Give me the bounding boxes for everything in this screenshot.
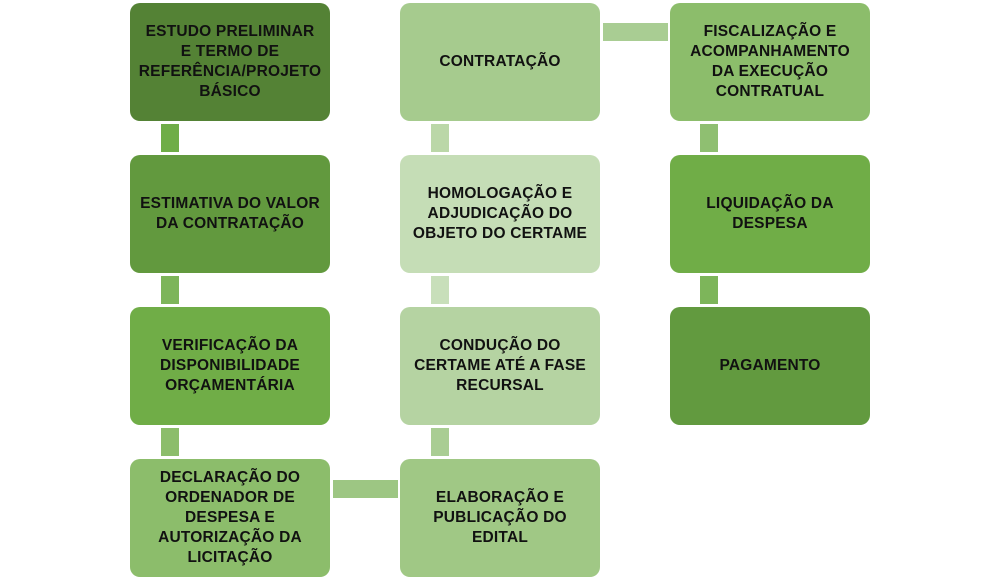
connector-6-7	[431, 276, 449, 304]
step-7-label: HOMOLOGAÇÃO E ADJUDICAÇÃO DO OBJETO DO C…	[412, 185, 588, 242]
step-4-box: DECLARAÇÃO DO ORDENADOR DE DESPESA E AUT…	[130, 459, 330, 577]
connector-8-9	[603, 23, 668, 41]
connector-9-10	[700, 124, 718, 152]
step-6-box: CONDUÇÃO DO CERTAME ATÉ A FASE RECURSAL	[400, 307, 600, 425]
connector-10-11	[700, 276, 718, 304]
step-7-box: HOMOLOGAÇÃO E ADJUDICAÇÃO DO OBJETO DO C…	[400, 155, 600, 273]
step-9-box: FISCALIZAÇÃO E ACOMPANHAMENTO DA EXECUÇÃ…	[670, 3, 870, 121]
step-6-label: CONDUÇÃO DO CERTAME ATÉ A FASE RECURSAL	[414, 337, 586, 394]
connector-1-2	[161, 124, 179, 152]
step-1-box: ESTUDO PRELIMINAR E TERMO DE REFERÊNCIA/…	[130, 3, 330, 121]
step-3-label: VERIFICAÇÃO DA DISPONIBILIDADE ORÇAMENTÁ…	[160, 337, 300, 394]
connector-5-6	[431, 428, 449, 456]
step-8-label: CONTRATAÇÃO	[439, 53, 561, 70]
step-10-box: LIQUIDAÇÃO DA DESPESA	[670, 155, 870, 273]
connector-4-5	[333, 480, 398, 498]
connector-7-8	[431, 124, 449, 152]
step-11-label: PAGAMENTO	[719, 357, 821, 374]
step-4-label: DECLARAÇÃO DO ORDENADOR DE DESPESA E AUT…	[158, 469, 302, 566]
step-8-box: CONTRATAÇÃO	[400, 3, 600, 121]
step-3-box: VERIFICAÇÃO DA DISPONIBILIDADE ORÇAMENTÁ…	[130, 307, 330, 425]
connector-3-4	[161, 428, 179, 456]
step-2-label: ESTIMATIVA DO VALOR DA CONTRATAÇÃO	[140, 195, 320, 232]
step-1-label: ESTUDO PRELIMINAR E TERMO DE REFERÊNCIA/…	[138, 23, 322, 100]
step-11-box: PAGAMENTO	[670, 307, 870, 425]
step-9-label: FISCALIZAÇÃO E ACOMPANHAMENTO DA EXECUÇÃ…	[690, 23, 850, 100]
connector-2-3	[161, 276, 179, 304]
step-2-box: ESTIMATIVA DO VALOR DA CONTRATAÇÃO	[130, 155, 330, 273]
step-5-box: ELABORAÇÃO E PUBLICAÇÃO DO EDITAL	[400, 459, 600, 577]
step-10-label: LIQUIDAÇÃO DA DESPESA	[706, 195, 834, 232]
step-5-label: ELABORAÇÃO E PUBLICAÇÃO DO EDITAL	[433, 489, 567, 546]
